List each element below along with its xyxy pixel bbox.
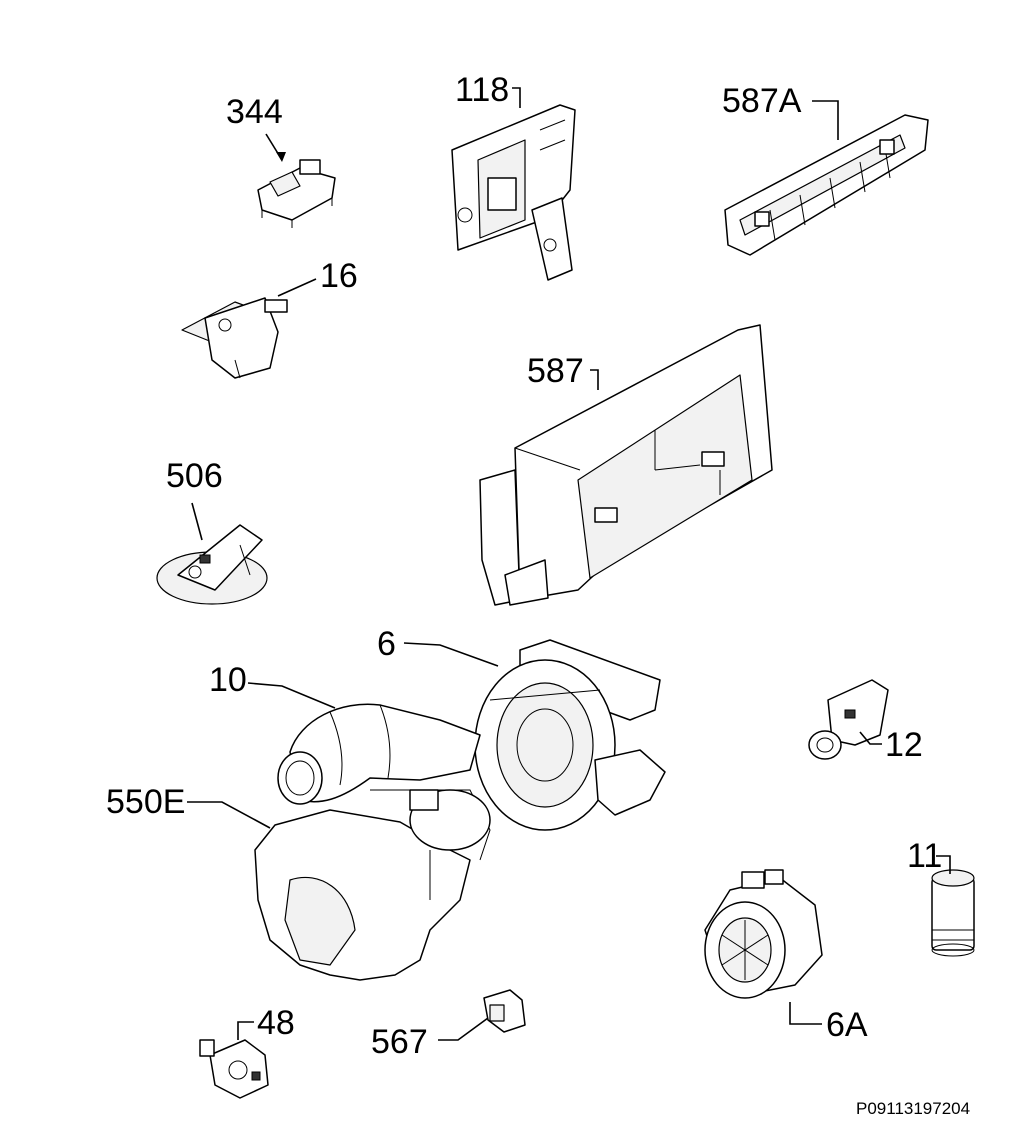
label-6A: 6A	[826, 1006, 868, 1044]
part-587A	[724, 114, 929, 256]
leader-11	[936, 855, 951, 874]
label-550E: 550E	[106, 783, 185, 821]
leader-12	[859, 731, 882, 745]
part-6	[474, 639, 666, 831]
label-118: 118	[455, 71, 509, 109]
leader-587A	[812, 100, 839, 140]
label-567: 567	[371, 1023, 428, 1061]
leader-587	[590, 369, 599, 390]
part-10	[277, 703, 481, 805]
part-11	[931, 869, 975, 957]
label-16: 16	[320, 257, 358, 295]
leader-16	[277, 278, 317, 297]
drawing-code: P09113197204	[856, 1099, 970, 1118]
leader-6	[403, 642, 499, 667]
part-550E	[254, 789, 491, 981]
label-344: 344	[226, 93, 283, 131]
leader-48	[237, 1021, 254, 1040]
part-344	[257, 159, 336, 228]
part-118	[451, 104, 576, 281]
label-587A: 587A	[722, 82, 802, 120]
label-10: 10	[209, 661, 247, 699]
part-587	[479, 324, 773, 606]
label-587: 587	[527, 352, 584, 390]
leader-506	[191, 502, 203, 541]
label-506: 506	[166, 457, 223, 495]
leader-550E	[187, 801, 271, 829]
leader-6A	[789, 1002, 822, 1025]
part-6A	[704, 869, 823, 999]
part-48	[199, 1039, 269, 1099]
part-16	[181, 297, 288, 379]
label-6: 6	[377, 625, 396, 663]
part-12	[808, 679, 889, 760]
leader-118	[512, 87, 521, 108]
leader-10	[247, 682, 336, 709]
leader-344-arrow	[276, 152, 286, 162]
part-567	[483, 989, 526, 1033]
label-48: 48	[257, 1004, 295, 1042]
label-12: 12	[885, 726, 923, 764]
part-506	[156, 524, 268, 605]
leader-567	[438, 1017, 489, 1041]
